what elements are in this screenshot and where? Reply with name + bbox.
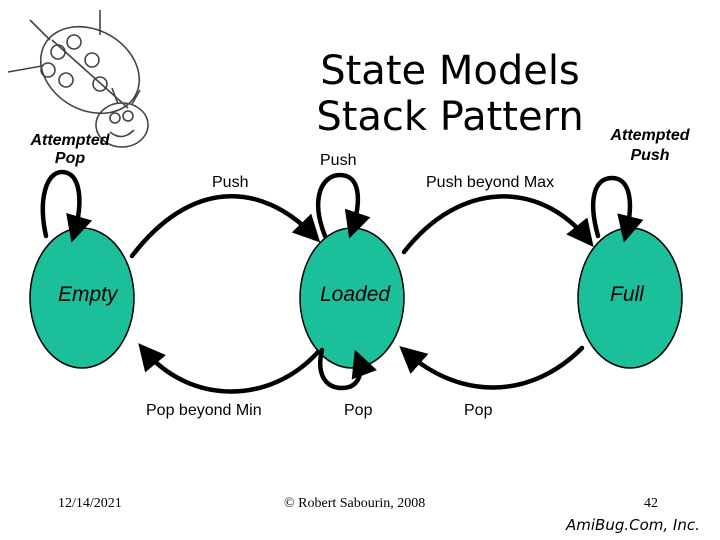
pop-full-loaded-label: Pop [464, 402, 493, 419]
push-beyond-max-label: Push beyond Max [426, 174, 555, 191]
attempted-pop-arrow [40, 169, 93, 243]
push-beyond-max-arrow [401, 194, 594, 255]
pop-full-to-loaded-arrow [399, 345, 585, 390]
attempted-push-label: Attempted Push [600, 126, 700, 166]
push-loaded-self-label: Push [320, 152, 357, 169]
attempted-pop-label-line-1: Attempted [30, 132, 110, 149]
attempted-pop-label-line-2: Pop [54, 150, 86, 167]
push-empty-loaded-label: Push [212, 174, 249, 191]
title-line-1: State Models [320, 48, 580, 94]
footer-brand: AmiBug.Com, Inc. [566, 516, 700, 534]
attempted-push-label-line-1: Attempted [610, 127, 690, 144]
state-empty-label: Empty [58, 283, 118, 306]
attempted-push-arrow [590, 175, 644, 243]
page-title: State Models Stack Pattern [300, 48, 600, 140]
footer-date: 12/14/2021 [58, 496, 122, 511]
pop-beyond-min-arrow [138, 343, 321, 394]
push-empty-to-loaded-arrow [129, 194, 321, 259]
footer-page-number: 42 [644, 496, 658, 511]
state-loaded-label: Loaded [320, 283, 391, 306]
pop-loaded-self-label: Pop [344, 402, 373, 419]
title-line-2: Stack Pattern [316, 94, 584, 140]
attempted-push-label-line-2: Push [630, 147, 670, 164]
push-loaded-self-arrow [315, 172, 371, 239]
footer-copyright: © Robert Sabourin, 2008 [284, 496, 426, 511]
pop-loaded-self-arrow [318, 347, 377, 391]
attempted-pop-label: Attempted Pop [22, 132, 118, 168]
state-full-label: Full [610, 283, 644, 306]
pop-beyond-min-label: Pop beyond Min [146, 402, 262, 419]
ladybug-icon [7, 10, 149, 148]
